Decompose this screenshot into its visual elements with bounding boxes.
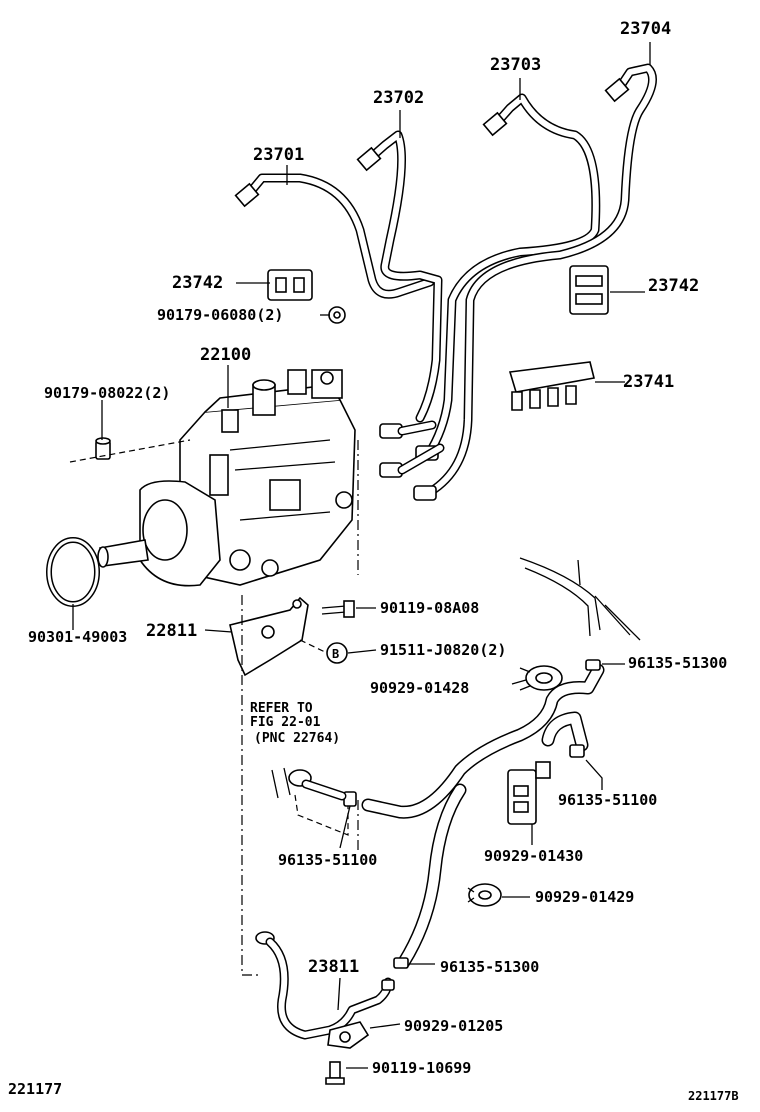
leader-lines xyxy=(72,42,651,1069)
clamp-90929-01430[interactable] xyxy=(507,761,551,825)
label-90119-08A08: 90119-08A08 xyxy=(380,599,479,617)
refer-note-line3: (PNC 22764) xyxy=(254,731,340,746)
injection-pipe-23701[interactable] xyxy=(243,173,435,299)
clamp-23742-left[interactable] xyxy=(267,269,313,301)
label-90179-08022: 90179-08022(2) xyxy=(44,384,170,402)
o-ring-90301-49003[interactable] xyxy=(46,537,100,607)
label-23701: 23701 xyxy=(253,145,304,165)
bolt-90119-10699[interactable] xyxy=(325,1061,345,1085)
injection-pipe-23702[interactable] xyxy=(363,130,443,423)
pipe-nut-fittings-bottom xyxy=(379,420,445,501)
overflow-fitting-refer xyxy=(271,767,347,801)
injection-pipe-23703[interactable] xyxy=(423,93,601,460)
label-90301-49003: 90301-49003 xyxy=(28,628,127,646)
clip-96135-51300-top[interactable] xyxy=(585,659,601,671)
hose-upper-right[interactable] xyxy=(541,711,589,752)
label-91511-J0820: 91511-J0820(2) xyxy=(380,641,506,659)
label-23811: 23811 xyxy=(308,957,359,977)
label-96135-51300-top: 96135-51300 xyxy=(628,654,727,672)
label-23704: 23704 xyxy=(620,19,671,39)
label-23742-left: 23742 xyxy=(172,273,223,293)
label-22811: 22811 xyxy=(146,621,197,641)
clamp-90929-01429[interactable] xyxy=(467,883,502,907)
clamp-90929-01205[interactable] xyxy=(327,1021,370,1049)
label-23741: 23741 xyxy=(623,372,674,392)
label-90179-06080: 90179-06080(2) xyxy=(157,306,283,324)
label-96135-51100-left: 96135-51100 xyxy=(278,851,377,869)
nut-90179-08022[interactable] xyxy=(95,437,111,460)
clamp-90929-01428[interactable] xyxy=(519,665,563,691)
label-90119-10699: 90119-10699 xyxy=(372,1059,471,1077)
label-96135-51300-bottom: 96135-51300 xyxy=(440,958,539,976)
bracket-22811[interactable] xyxy=(229,596,309,677)
hose-lower[interactable] xyxy=(397,783,467,969)
clip-96135-51300-bottom[interactable] xyxy=(393,957,409,969)
bolt-90119-08A08[interactable] xyxy=(321,600,355,618)
diagram-id-right: 221177B xyxy=(688,1089,739,1103)
label-90929-01430: 90929-01430 xyxy=(484,847,583,865)
label-96135-51100-right: 96135-51100 xyxy=(558,791,657,809)
injection-pipe-23704[interactable] xyxy=(425,63,657,497)
label-90929-01429: 90929-01429 xyxy=(535,888,634,906)
clamp-23742-right[interactable] xyxy=(569,265,609,315)
label-22100: 22100 xyxy=(200,345,251,365)
label-23742-right: 23742 xyxy=(648,276,699,296)
label-23703: 23703 xyxy=(490,55,541,75)
callout-b-text: B xyxy=(332,647,339,661)
label-90929-01205: 90929-01205 xyxy=(404,1017,503,1035)
injection-pump-22100[interactable] xyxy=(97,369,356,587)
bolt-90179-06080[interactable] xyxy=(328,306,346,324)
pipe-nut-fittings-top xyxy=(234,77,630,208)
label-23702: 23702 xyxy=(373,88,424,108)
clamp-23741[interactable] xyxy=(508,361,595,411)
fuel-pipe-23811[interactable] xyxy=(255,931,395,1040)
clip-96135-51100-right[interactable] xyxy=(569,744,585,758)
refer-note-line2: FIG 22-01 xyxy=(250,715,321,730)
label-90929-01428: 90929-01428 xyxy=(370,679,469,697)
hose-main[interactable] xyxy=(361,663,605,819)
fuel-return-pipe xyxy=(519,557,641,641)
diagram-id-left: 221177 xyxy=(8,1080,62,1098)
refer-note-line1: REFER TO xyxy=(250,701,313,716)
callout-b: B xyxy=(326,642,348,664)
